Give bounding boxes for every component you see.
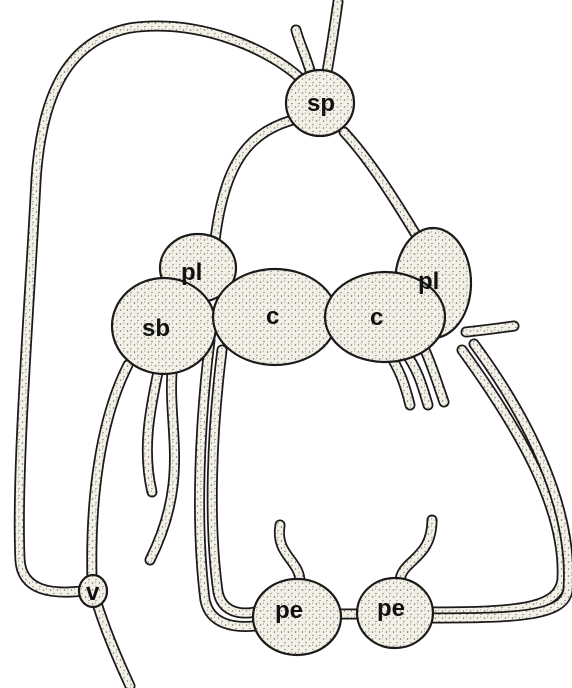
- label-left-cerebral: c: [266, 303, 279, 330]
- label-subesophageal: sb: [142, 315, 170, 342]
- label-left-pleural: pl: [181, 259, 202, 286]
- label-visceral: v: [86, 579, 100, 606]
- label-right-pedal: pe: [377, 595, 405, 622]
- label-right-pleural: pl: [418, 268, 439, 295]
- label-left-pedal: pe: [275, 597, 303, 624]
- label-right-cerebral: c: [370, 304, 383, 331]
- label-supraesophageal: sp: [307, 90, 335, 117]
